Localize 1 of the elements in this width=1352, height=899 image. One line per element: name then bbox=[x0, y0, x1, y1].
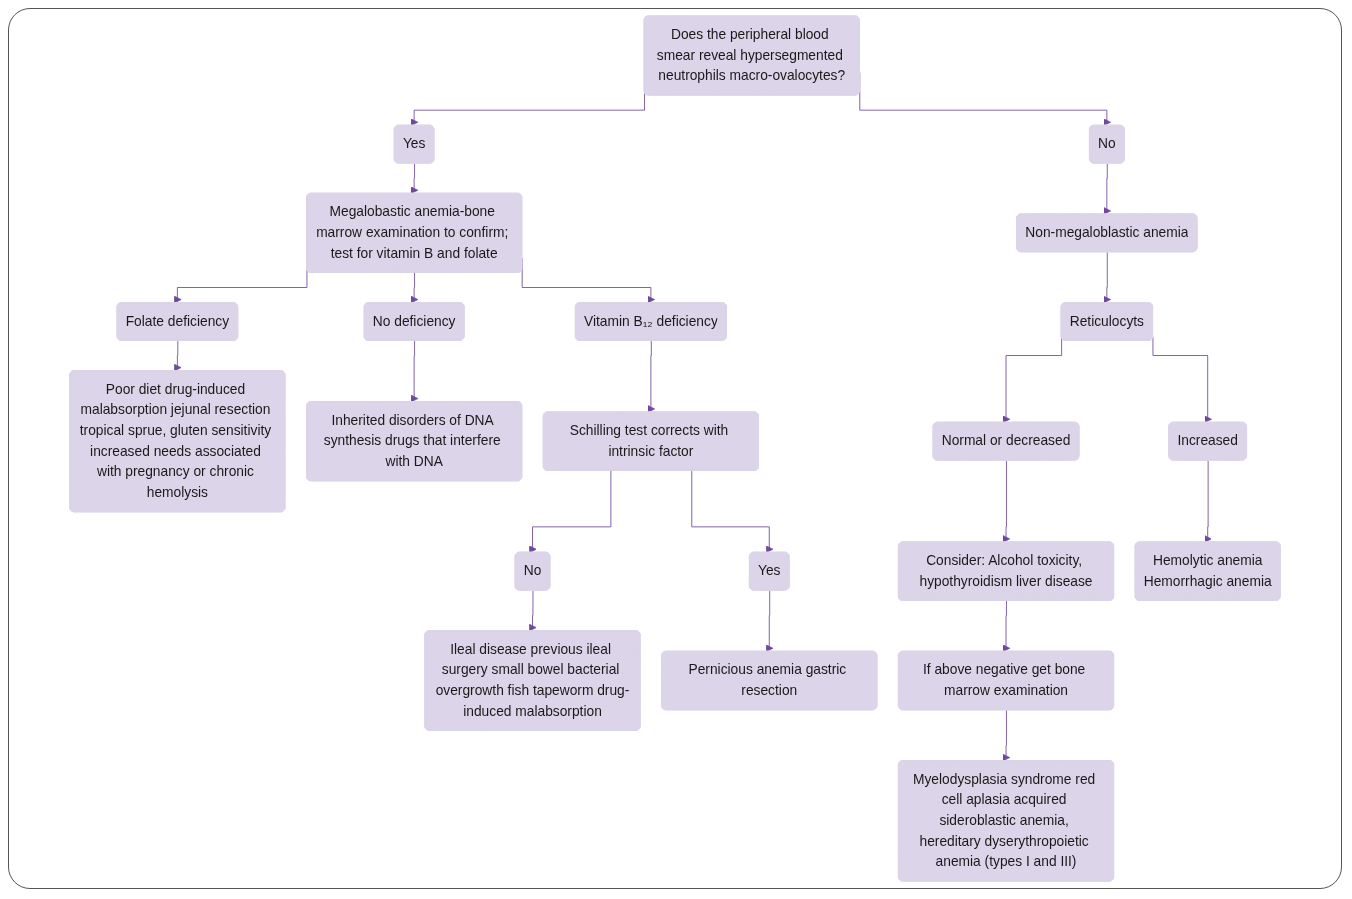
diagram-frame: Does the peripheral blood smear reveal hypersegmented neutrophils macro-ovalocytes? Yes No Megalobastic anemia-bone marrow examination to confirm; test for vitamin B and folate Non-megaloblastic anemia Folate deficiency No deficiency Vitamin B₁₂ deficiency Reticulocyts Poor diet drug-induced malabsorption jejunal resection tropical sprue, gluten sensitivity increased needs associated with pregnancy or chronic hemolysis Inherited disorders of DNA synthesis drugs that interfere with DNA Schilling test corrects with intrinsic factor Normal or decreased Increased Consider: Alcohol toxicity, hypothyroidism liver disease Hemolytic anemia Hemorrhagic anemia No Yes Ileal disease previous ileal surgery small bowel bacterial overgrowth fish tapeworm drug-induced malabsorption Pernicious anemia gastric resection If above negative get bone marrow examination Myelodysplasia syndrome red cell aplasia acquired sideroblastic anemia, hereditary dyserythropoietic anemia (types I and III) bbox=[8, 8, 1342, 889]
